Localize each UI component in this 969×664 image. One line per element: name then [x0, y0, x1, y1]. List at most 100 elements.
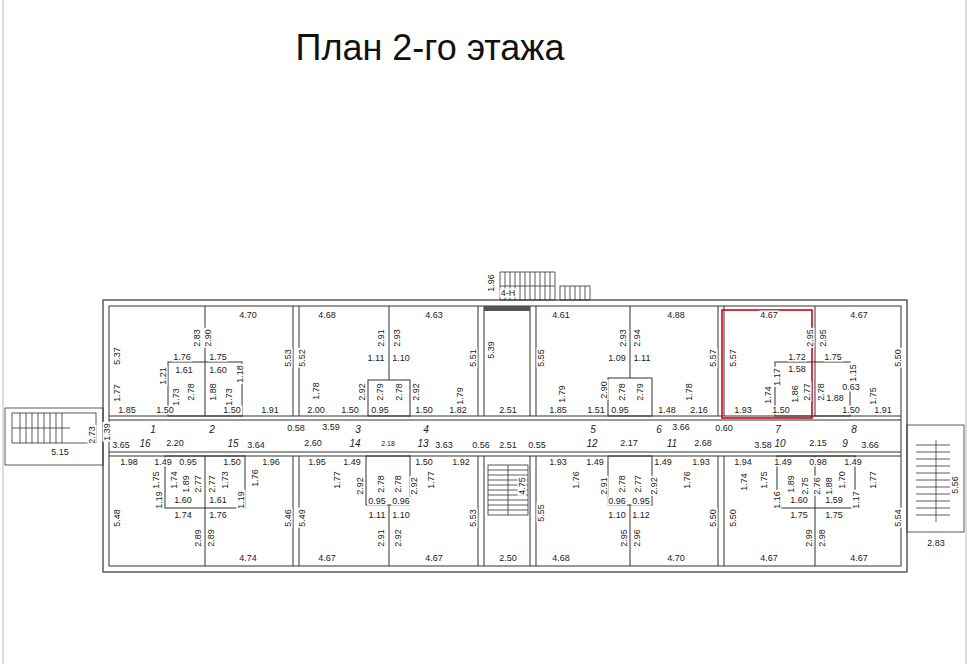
dimension-label: 1.49: [653, 458, 673, 467]
dimension-label: 2.17: [619, 439, 639, 448]
dimension-label: 1.86: [791, 384, 800, 404]
room-number: 16: [138, 439, 151, 449]
dimension-label: 1.11: [367, 354, 386, 363]
room-number: 14: [348, 439, 361, 449]
dimension-label: 1.50: [222, 406, 242, 415]
dimension-label: 1.76: [683, 470, 692, 490]
room-number: 8: [850, 425, 858, 435]
dimension-label: 2.83: [926, 539, 946, 548]
dimension-label: 4.67: [759, 311, 779, 320]
dimension-label: 4.70: [238, 311, 258, 320]
dimension-label: 2.78: [187, 382, 196, 402]
dimension-label: 5.57: [709, 348, 718, 368]
dimension-label: 0.95: [367, 497, 387, 506]
dimension-label: 1.19: [237, 490, 246, 510]
dimension-label: 4.67: [759, 554, 779, 563]
dimension-label: 2.90: [204, 328, 213, 348]
dimension-label: 1.91: [260, 406, 280, 415]
dimension-label: 2.78: [618, 474, 627, 494]
dimension-label: 1.89: [787, 474, 796, 494]
dimension-label: 1.76: [208, 511, 228, 520]
dimension-label: 1.49: [585, 458, 605, 467]
dimension-label: 1.77: [113, 383, 122, 403]
dimension-label: 1.50: [414, 458, 434, 467]
dimension-label: 1.60: [173, 496, 193, 505]
dimension-label: 1.76: [251, 468, 260, 488]
dimension-label: 2.50: [498, 554, 518, 563]
dimension-label: 5.15: [50, 448, 70, 457]
dimension-label: 1.93: [548, 458, 568, 467]
room-number: 15: [226, 439, 239, 449]
dimension-label: 1.49: [153, 458, 173, 467]
dimension-label: 1.09: [607, 354, 627, 363]
room-number: 11: [666, 439, 678, 449]
dimension-label: 0.60: [714, 424, 734, 433]
dimension-label: 1.73: [172, 387, 181, 407]
dimension-label: 1.94: [733, 458, 753, 467]
dimension-label: 1.50: [414, 406, 434, 415]
dimension-label: 1.85: [548, 406, 568, 415]
dimension-label: 1.61: [174, 366, 194, 375]
dimension-label: 2.92: [412, 382, 421, 402]
dimension-label: 1.50: [222, 458, 242, 467]
plan-title: План 2-го этажа: [296, 28, 565, 68]
dimension-label: 1.89: [182, 474, 191, 494]
dimension-label: 1.10: [391, 354, 411, 363]
dimension-label: 1.75: [824, 511, 844, 520]
dimension-label: 1.18: [236, 364, 245, 384]
dimension-label: 2.77: [803, 382, 812, 402]
dimension-label: 2.93: [393, 328, 402, 348]
dimension-label: 1.92: [451, 458, 471, 467]
dimension-label: 2.00: [306, 406, 326, 415]
dimension-label: 2.96: [633, 528, 642, 548]
dimension-label: 1.88: [825, 476, 834, 496]
dimension-label: 1.78: [312, 381, 321, 401]
dimension-label: 2.77: [208, 474, 217, 494]
dimension-label: 1.85: [117, 406, 137, 415]
highlighted-room: [722, 310, 812, 418]
dimension-label: 1.48: [657, 406, 677, 415]
dimension-label: 2.91: [377, 528, 386, 548]
dimension-label: 1.74: [764, 385, 773, 405]
dimension-label: 2.77: [634, 474, 643, 494]
dimension-label: 5.57: [729, 348, 738, 368]
dimension-label: 1.75: [760, 470, 769, 490]
room-number: 10: [773, 439, 786, 449]
dimension-label: 2.93: [619, 328, 628, 348]
dimension-label: 5.53: [469, 508, 478, 528]
dimension-label: 2.79: [376, 382, 385, 402]
dimension-label: 2.16: [689, 406, 709, 415]
dimension-label: 1.10: [391, 511, 411, 520]
dimension-label: 1.12: [631, 511, 651, 520]
corridor-wall: [109, 420, 901, 421]
dimension-label: 2.89: [207, 528, 216, 548]
dimension-label: 1.72: [787, 353, 807, 362]
room-number: 7: [774, 425, 782, 435]
dimension-label: 1.77: [427, 470, 436, 490]
dimension-label: 1.88: [209, 382, 218, 402]
dimension-label: 4.67: [849, 311, 869, 320]
dimension-label: 1.75: [208, 353, 228, 362]
dimension-label: 1.95: [307, 458, 327, 467]
dimension-label: 4.67: [424, 554, 444, 563]
dimension-label: 3.64: [246, 441, 266, 450]
dimension-label: 3.63: [434, 441, 454, 450]
room-number: 2: [208, 425, 216, 435]
dimension-label: 4.68: [317, 311, 337, 320]
dimension-label: 2.99: [805, 528, 814, 548]
dimension-label: 0.98: [808, 458, 828, 467]
dimension-label: 1.79: [558, 384, 567, 404]
dimension-label: 4.67: [849, 554, 869, 563]
dimension-label: 2.78: [394, 474, 403, 494]
dimension-label: 0.95: [610, 406, 630, 415]
dimension-label: 2.98: [818, 528, 827, 548]
dimension-label: 2.60: [303, 439, 323, 448]
dimension-label: 2.51: [498, 406, 518, 415]
dimension-label: 1.73: [221, 470, 230, 490]
dimension-label: 2.79: [636, 382, 645, 402]
dimension-label: 3.66: [671, 423, 691, 432]
dimension-label: 0.96: [391, 497, 411, 506]
room-number: 13: [416, 439, 429, 449]
dimension-label: 4.75: [518, 476, 527, 496]
dimension-label: 4.70: [666, 554, 686, 563]
